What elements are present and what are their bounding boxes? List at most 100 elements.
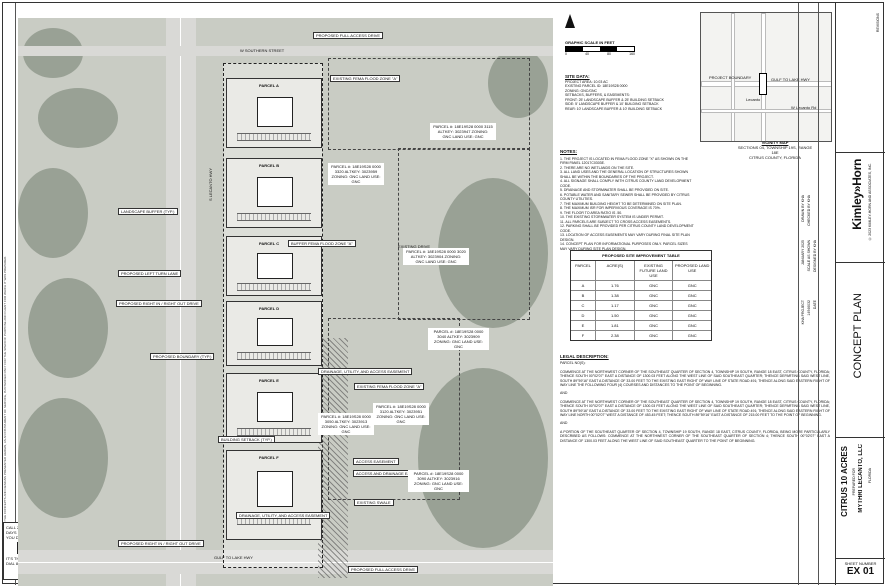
title-block-divider xyxy=(798,3,799,585)
parcel-note: PARCEL #: 18E19S28 0000 3090 ALTKEY: 302… xyxy=(408,470,469,492)
site-location-marker xyxy=(759,73,767,95)
building-footprint xyxy=(257,177,293,207)
site-data-line: REAR: 10' LANDSCAPE BUFFER & 10' BUILDIN… xyxy=(565,106,663,111)
tree-cluster xyxy=(18,398,108,518)
sheet-number: EX 01 xyxy=(846,566,875,577)
parcel-label: PARCEL D xyxy=(259,306,280,311)
map-label-lecanto: Lecanto xyxy=(746,97,761,102)
parking-row xyxy=(237,283,311,291)
parcel-note: PARCEL #: 18E19S28 0000 3115 ALTKEY: 302… xyxy=(430,123,496,140)
table-row: F 2.38 GNC GNC xyxy=(571,331,711,340)
parcel-label: PARCEL A xyxy=(259,83,279,88)
legal-paragraph: COMMENCE AT THE NORTHWEST CORNER OF THE … xyxy=(560,369,830,388)
notes-section: NOTES: 1. THE PROJECT IS LOCATED IN FEMA… xyxy=(560,149,695,251)
sheet-title: CONCEPT PLAN xyxy=(852,293,864,379)
scale-tick: 40 xyxy=(585,52,589,56)
parcel-label: PARCEL C xyxy=(259,241,280,246)
note-item: 10. THE EXISTING STORMWATER SYSTEM IS UN… xyxy=(560,215,664,219)
legal-description: LEGAL DESCRIPTION: PARCEL NO(S): COMMENC… xyxy=(560,354,830,447)
table-header: ACRE(S) xyxy=(596,261,635,280)
table-row: B 1.38 GNC GNC xyxy=(571,291,711,301)
date-value: JANUARY 2025 xyxy=(801,240,805,265)
left-disclaimer-strip: THIS DOCUMENT, TOGETHER WITH THE CONCEPT… xyxy=(3,3,16,585)
revisions-cell: REVISIONS xyxy=(836,3,885,153)
scale-tick: 0 xyxy=(565,52,567,56)
scale-bar xyxy=(565,46,635,52)
building-footprint xyxy=(257,471,293,507)
scale-tick: 160 xyxy=(629,52,635,56)
site-data-line: ZONING: GNC/GNC xyxy=(565,88,598,93)
site-data-line: PROJECT AREA: 10.03 AC xyxy=(565,79,608,84)
tree-cluster xyxy=(418,368,548,548)
callout-access-easement: ACCESS EASEMENT xyxy=(353,458,399,465)
callout-full-access-top: PROPOSED FULL ACCESS DRIVE xyxy=(313,32,384,39)
parcel-c: PARCEL C xyxy=(226,236,322,296)
table-row: A 1.76 GNC GNC xyxy=(571,281,711,291)
building-footprint xyxy=(257,318,293,346)
note-item: 9. THE FLOOR TO AREA RATIO IS .50. xyxy=(560,210,623,215)
parcel-note: PARCEL #: 18E19S28 0000 3040 ALTKEY: 302… xyxy=(428,328,489,350)
map-label-street: W Lecanto Rd xyxy=(791,105,817,110)
parcel-d: PARCEL D xyxy=(226,301,322,366)
site-data: SITE DATA: PROJECT AREA: 10.03 AC EXISTI… xyxy=(565,74,695,111)
title-block: REVISIONS Kimley»Horn © 2023 KIMLEY-HORN… xyxy=(835,3,885,585)
site-plan-aerial: PARCEL A PARCEL B PARCEL C PARCEL D PARC… xyxy=(18,18,553,586)
table-cell: 1.38 xyxy=(596,291,635,300)
street-label-bottom: GULF TO LAKE HWY xyxy=(214,555,253,560)
checked-by: CHECKED BY KHA xyxy=(807,195,811,226)
table-row: E 1.81 GNC GNC xyxy=(571,321,711,331)
road-centerline xyxy=(18,562,553,563)
title-block-divider xyxy=(818,3,819,585)
parcel-note: PARCEL #: 18E19S28 0000 3050 ALTKEY: 302… xyxy=(318,413,374,435)
scale-title: GRAPHIC SCALE IN FEET xyxy=(565,40,615,45)
callout-drainage-access: DRAINAGE, UTILITY, AND ACCESS EASEMENT xyxy=(318,368,413,375)
site-data-line: SIDE: 5' LANDSCAPE BUFFER & 10' BUILDING… xyxy=(565,102,659,106)
revisions-label: REVISIONS xyxy=(876,13,880,33)
table-cell: C xyxy=(571,301,596,310)
project-no: 14946032 xyxy=(807,300,811,316)
map-label-boundary: PROJECT BOUNDARY xyxy=(709,75,752,80)
company-address: © 2023 KIMLEY-HORN AND ASSOCIATES, INC. xyxy=(868,163,872,241)
map-label-gulf: GULF TO LAKE HWY xyxy=(771,77,810,82)
parcel-a: PARCEL A xyxy=(226,78,322,148)
map-road xyxy=(731,13,735,141)
parcel-label: PARCEL B xyxy=(259,163,280,168)
legal-heading: PARCEL NO(S): xyxy=(560,361,586,366)
building-footprint xyxy=(257,392,293,422)
parcel-label: PARCEL F xyxy=(259,455,279,460)
table-cell: A xyxy=(571,281,596,290)
company-logo: Kimley»Horn xyxy=(850,159,864,230)
note-item: 1. THE PROJECT IS LOCATED IN FEMA FLOOD … xyxy=(560,156,689,166)
north-arrow-icon xyxy=(565,14,575,28)
table-cell: GNC xyxy=(687,293,697,298)
note-item: 14. CONCEPT PLAN FOR INFORMATIONAL PURPO… xyxy=(560,242,688,251)
table-cell: GNC xyxy=(687,323,697,328)
table-header: PROPOSED LAND USE xyxy=(674,263,710,273)
parking-row xyxy=(237,428,311,436)
parcel-b: PARCEL B xyxy=(226,158,322,228)
table-cell: 1.81 xyxy=(596,321,635,330)
company-cell: Kimley»Horn © 2023 KIMLEY-HORN AND ASSOC… xyxy=(836,153,885,263)
note-item: 4. ALL SIGNAGE SHALL COMPLY WITH CITRUS … xyxy=(560,179,692,188)
sheet-number-cell: SHEET NUMBER EX 01 xyxy=(836,558,885,585)
callout-existing-swale: EXISTING SWALE xyxy=(354,499,394,506)
callout-drainage-bottom: DRAINAGE, UTILITY, AND ACCESS EASEMENT xyxy=(236,512,331,519)
map-road xyxy=(701,109,831,113)
scale-ticks: 0 40 80 160 xyxy=(565,52,635,56)
callout-left-turn: PROPOSED LEFT TURN LANE xyxy=(118,270,182,277)
parcel-e: PARCEL E xyxy=(226,373,322,443)
callout-right-in-out: PROPOSED RIGHT IN / RIGHT OUT DRIVE xyxy=(116,300,202,307)
building-footprint xyxy=(257,253,293,279)
legal-and: AND xyxy=(560,391,568,396)
notes-title: NOTES: xyxy=(560,149,578,154)
table-title: PROPOSED SITE IMPROVEMENT TABLE xyxy=(571,251,711,261)
table-header: PARCEL xyxy=(571,261,596,280)
table-cell: GNC xyxy=(635,311,674,320)
disclaimer-text: THIS DOCUMENT, TOGETHER WITH THE CONCEPT… xyxy=(4,255,7,573)
note-item: 7. THE MAXIMUM BUILDING HEIGHT TO BE DET… xyxy=(560,201,682,206)
state: FLORIDA xyxy=(868,468,872,484)
table-row: D 1.50 GNC GNC xyxy=(571,311,711,321)
note-item: 5. DRAINAGE AND STORMWATER SHALL BE PROV… xyxy=(560,188,669,192)
legal-paragraph: COMMENCE AT THE NORTHWEST CORNER OF THE … xyxy=(560,399,830,418)
